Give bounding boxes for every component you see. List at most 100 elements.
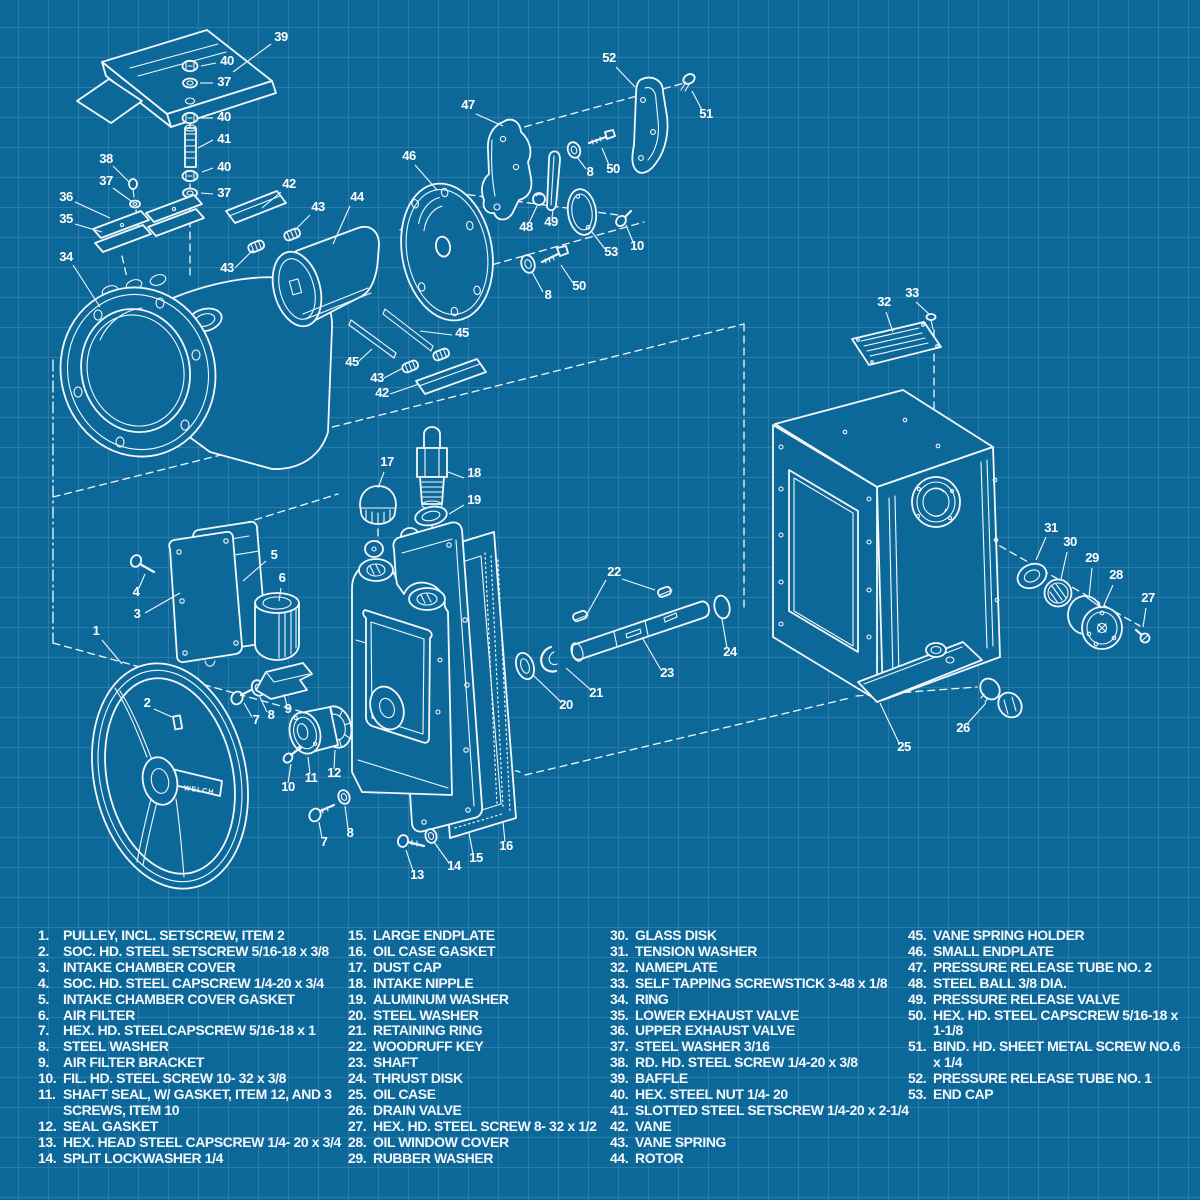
part-number: 29. xyxy=(348,1149,367,1166)
part-description: PRESSURE RELEASE TUBE NO. 1 xyxy=(933,1070,1152,1087)
part-number: 52. xyxy=(908,1070,927,1087)
part-description: VANE SPRING xyxy=(635,1133,727,1150)
callout-number-40: 40 xyxy=(217,109,231,124)
part-number: 31. xyxy=(610,942,629,959)
parts-list-item: 52. PRESSURE RELEASE TUBE NO. 1 xyxy=(908,1070,1190,1087)
aluminum-washer-drawing xyxy=(414,505,448,527)
callout-leader-line xyxy=(383,367,404,379)
part-number: 37. xyxy=(610,1038,629,1055)
callout-number-35: 35 xyxy=(59,211,73,226)
part-number: 5. xyxy=(38,990,49,1007)
callout-number-39: 39 xyxy=(274,29,288,44)
parts-list-item: 33.SELF TAPPING SCREWSTICK 3-48 x 1/8 xyxy=(610,975,916,992)
part-number: 45. xyxy=(908,927,927,943)
callout-number-8: 8 xyxy=(587,164,594,179)
part-description: DUST CAP xyxy=(373,958,442,975)
parts-list-item: 44.ROTOR xyxy=(610,1150,916,1167)
part-description: INTAKE CHAMBER COVER xyxy=(63,958,236,975)
callout-number-8: 8 xyxy=(347,825,354,840)
parts-list-item: 10.FIL. HD. STEEL SCREW 10- 32 x 3/8 xyxy=(38,1070,350,1087)
part-description: RUBBER WASHER xyxy=(373,1149,494,1166)
parts-list-item: 37.STEEL WASHER 3/16 xyxy=(610,1038,916,1055)
part-description: HEX. HD. STEEL SCREW 8- 32 x 1/2 xyxy=(373,1117,597,1134)
callout-leader-line xyxy=(153,708,173,718)
callout-leader-line xyxy=(283,693,288,707)
callout-leader-line xyxy=(601,147,610,166)
parts-list-item: 2.SOC. HD. STEEL SETSCREW 5/16-18 x 3/8 xyxy=(38,943,350,960)
steel-ball-icon xyxy=(532,192,546,206)
callout-leader-line xyxy=(101,639,123,665)
dust-cap-drawing xyxy=(359,485,397,525)
callout-leader-line xyxy=(201,167,214,173)
hex-nut-icon xyxy=(181,59,199,73)
oil-case-drawing xyxy=(772,313,1023,719)
part-description: SOC. HD. STEEL CAPSCREW 1/4-20 x 3/4 xyxy=(63,974,324,991)
callout-leader-line xyxy=(261,191,282,209)
washer-icon xyxy=(337,789,351,805)
part-description: PRESSURE RELEASE VALVE xyxy=(933,990,1120,1007)
callout-leader-line xyxy=(591,231,606,250)
parts-list-item: 41.SLOTTED STEEL SETSCREW 1/4-20 x 2-1/4 xyxy=(610,1102,916,1119)
callout-number-10: 10 xyxy=(281,779,295,794)
parts-list-item: 39. BAFFLE xyxy=(610,1070,916,1087)
parts-list-item: 23.SHAFT xyxy=(348,1054,610,1071)
part-description: STEEL BALL 3/8 DIA. xyxy=(933,974,1067,991)
pressure-release-drawing xyxy=(481,73,696,274)
parts-list-item: 12.SEAL GASKET xyxy=(38,1118,350,1135)
callout-number-1: 1 xyxy=(93,623,100,638)
callout-number-42: 42 xyxy=(375,385,389,400)
callout-leader-line xyxy=(358,348,373,362)
part-number: 21. xyxy=(348,1022,367,1039)
part-number: 25. xyxy=(348,1086,367,1103)
part-description: INTAKE NIPPLE xyxy=(373,974,474,991)
parts-list-item: 38.RD. HD. STEEL SCREW 1/4-20 x 3/8 xyxy=(610,1054,916,1071)
part-number: 6. xyxy=(38,1006,49,1023)
callout-leader-line xyxy=(197,139,214,149)
parts-list-item: 16.OIL CASE GASKET xyxy=(348,942,610,960)
callout-leader-line xyxy=(551,209,554,219)
part-number: 3. xyxy=(38,958,49,975)
callout-leader-line xyxy=(915,301,930,315)
washer-icon xyxy=(566,141,582,159)
parts-list-item: 6.AIR FILTER xyxy=(38,1006,350,1024)
callout-number-34: 34 xyxy=(59,249,74,264)
callout-number-29: 29 xyxy=(1085,550,1099,565)
parts-list-item: 30.GLASS DISK xyxy=(610,927,916,944)
callout-leader-line xyxy=(234,249,254,269)
callout-leader-line xyxy=(307,756,311,775)
part-number: 43. xyxy=(610,1133,629,1150)
callout-number-4: 4 xyxy=(133,584,141,599)
capscrew-icon xyxy=(587,129,616,145)
pulley-drawing: WELCH xyxy=(91,662,249,890)
parts-list-item: 21.RETAINING RING xyxy=(348,1023,610,1039)
parts-list-item: 40.HEX. STEEL NUT 1/4- 20 xyxy=(610,1086,916,1103)
part-number: 39. xyxy=(610,1070,629,1087)
parts-list-item: 1.PULLEY, INCL. SETSCREW, ITEM 2 xyxy=(38,927,350,944)
part-description: BAFFLE xyxy=(635,1070,688,1087)
part-number: 27. xyxy=(348,1117,367,1134)
part-number: 16. xyxy=(348,942,367,959)
capscrew-icon xyxy=(230,687,255,706)
parts-list-item: 7.HEX. HD. STEELCAPSCREW 5/16-18 x 1 xyxy=(38,1023,350,1039)
small-endplate-drawing xyxy=(400,182,494,322)
callout-number-8: 8 xyxy=(545,287,552,302)
part-description: PRESSURE RELEASE TUBE NO. 2 xyxy=(933,958,1152,975)
parts-list-item: 48.STEEL BALL 3/8 DIA. xyxy=(908,974,1190,992)
callout-leader-line xyxy=(144,592,181,614)
part-description: HEX. STEEL NUT 1/4- 20 xyxy=(635,1086,788,1103)
callout-leader-line xyxy=(414,164,438,191)
part-number: 28. xyxy=(348,1133,367,1150)
parts-list-item: 46.SMALL ENDPLATE xyxy=(908,942,1190,960)
washer-icon xyxy=(129,199,141,209)
callout-leader-line xyxy=(377,471,385,489)
callout-leader-line xyxy=(475,113,504,127)
part-number: 46. xyxy=(908,942,927,959)
part-description: NAMEPLATE xyxy=(635,958,718,975)
part-number: 30. xyxy=(610,927,629,943)
callout-leader-line xyxy=(447,471,465,479)
callout-leader-line xyxy=(294,214,311,231)
callout-number-14: 14 xyxy=(447,858,462,873)
parts-list-item: 3. INTAKE CHAMBER COVER xyxy=(38,958,350,976)
callout-leader-line xyxy=(531,271,544,293)
parts-list-item: 5.INTAKE CHAMBER COVER GASKET xyxy=(38,990,350,1008)
